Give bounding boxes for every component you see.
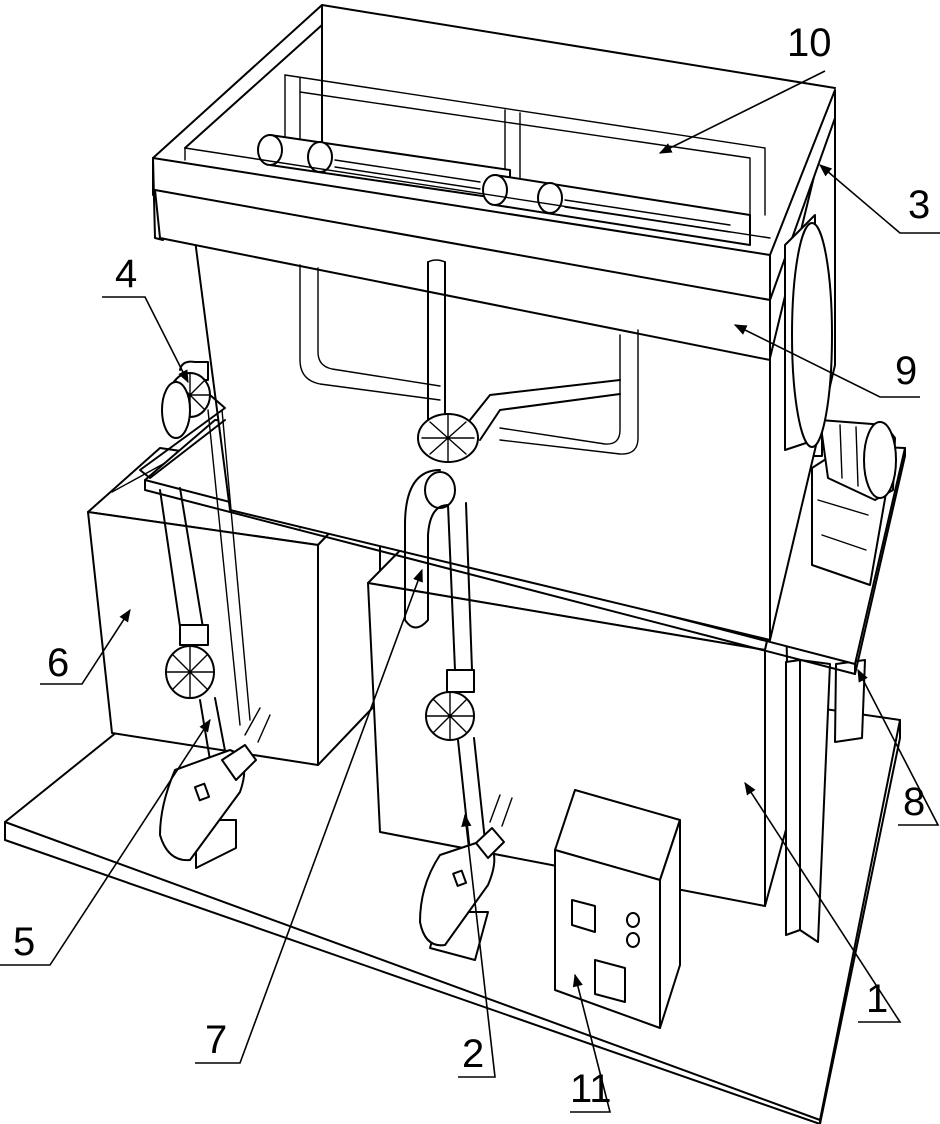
side-cover <box>785 215 832 450</box>
callout-10: 10 <box>787 21 832 65</box>
control-box <box>555 790 680 1028</box>
callout-2: 2 <box>462 1032 484 1076</box>
callout-5: 5 <box>13 920 35 964</box>
callout-6: 6 <box>47 641 69 685</box>
callout-4: 4 <box>115 252 137 296</box>
callout-1: 1 <box>866 977 888 1021</box>
callout-11: 11 <box>570 1067 612 1111</box>
callout-9: 9 <box>895 349 917 393</box>
callout-7: 7 <box>205 1018 227 1062</box>
callout-3: 3 <box>908 183 930 227</box>
callout-8: 8 <box>903 780 925 824</box>
